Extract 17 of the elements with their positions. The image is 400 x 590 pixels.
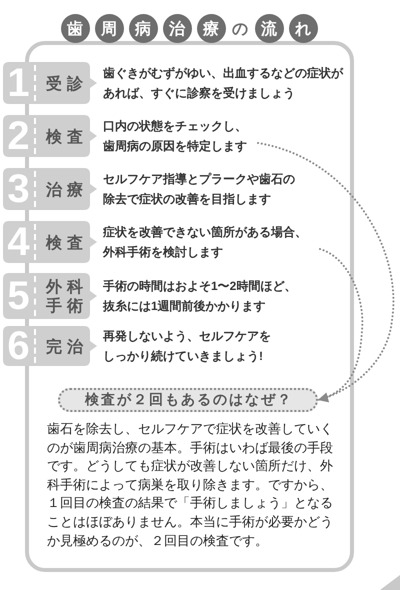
- step-description: 手術の時間はおよそ1〜2時間ほど、抜糸には1週間前後かかります: [103, 278, 298, 315]
- step-description: セルフケア指導とプラークや歯石の除去で症状の改善を目指します: [103, 171, 296, 208]
- step-label: 外科手術: [44, 277, 89, 315]
- step-label: 受診: [45, 74, 88, 92]
- step-label: 完治: [45, 336, 88, 356]
- step-label: 治療: [45, 180, 88, 198]
- curved-arrow: [317, 248, 364, 402]
- title: 歯周病治療の流れ: [58, 14, 320, 43]
- step-description: 症状を改善できない箇所がある場合、外科手術を検討します: [103, 224, 308, 261]
- step-description: 歯ぐきがむずがゆい、出血するなどの症状があれば、すぐに診察を受けましょう: [103, 65, 343, 102]
- step-label: 検査: [44, 232, 88, 252]
- question-banner: 検査が２回もあるのはなぜ？: [58, 388, 318, 412]
- step-label: 検査: [44, 126, 88, 146]
- step-description: 再発しないよう、セルフケアをしっかり続けていきましょう!: [103, 328, 272, 365]
- curved-arrow: [257, 142, 394, 402]
- step-description: 口内の状態をチェックし、歯周病の原因を特定します: [103, 118, 248, 155]
- body-text: 歯石を除去し、セルフケアで症状を改善していくのが歯周病治療の基本。手術はいわば最後の手段です。どうしても症状が改善しない箇所だけ、外科手術によって病巣を取り除きます。ですから、１回目の検査の結果で「手術しましょう」となることはほぼありません。本当に手術が必要かどうか見極めるのが、２回目の検査です。: [47, 421, 334, 551]
